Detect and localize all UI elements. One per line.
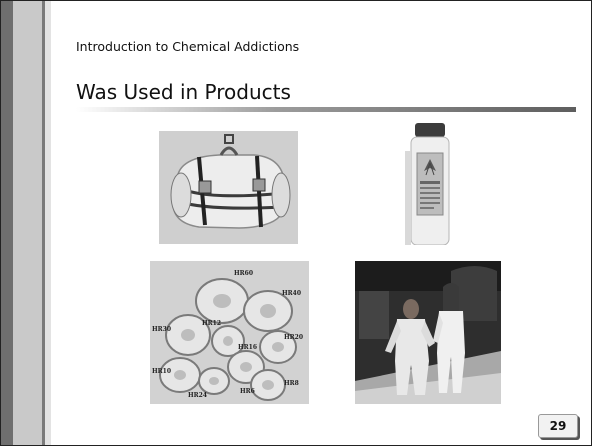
- left-band-inner: [45, 1, 51, 445]
- rope-label: HR60: [234, 270, 253, 277]
- rope-label: HR12: [202, 320, 221, 327]
- rope-label: HR24: [188, 392, 207, 399]
- rope-label: HR10: [152, 368, 171, 375]
- rope-label: HR20: [284, 334, 303, 341]
- slide-title: Was Used in Products: [76, 80, 291, 104]
- left-band-light: [13, 1, 42, 445]
- rope-label: HR40: [282, 290, 301, 297]
- hemp-clothing-photo: [355, 261, 501, 404]
- slide-subtitle: Introduction to Chemical Addictions: [76, 39, 300, 54]
- hemp-bottle-photo: [405, 123, 455, 245]
- rope-label: HR8: [284, 380, 299, 387]
- rope-label: HR6: [240, 388, 255, 395]
- left-band-dark: [1, 1, 13, 445]
- page-number: 29: [538, 414, 578, 438]
- rope-label: HR16: [238, 344, 257, 351]
- rope-label: HR30: [152, 326, 171, 333]
- title-rule: [76, 107, 576, 112]
- left-band-line: [42, 1, 45, 445]
- hemp-rope-photo: HR60 HR40 HR30 HR12 HR20 HR16 HR10 HR24 …: [150, 261, 309, 404]
- hemp-bag-photo: [159, 131, 298, 244]
